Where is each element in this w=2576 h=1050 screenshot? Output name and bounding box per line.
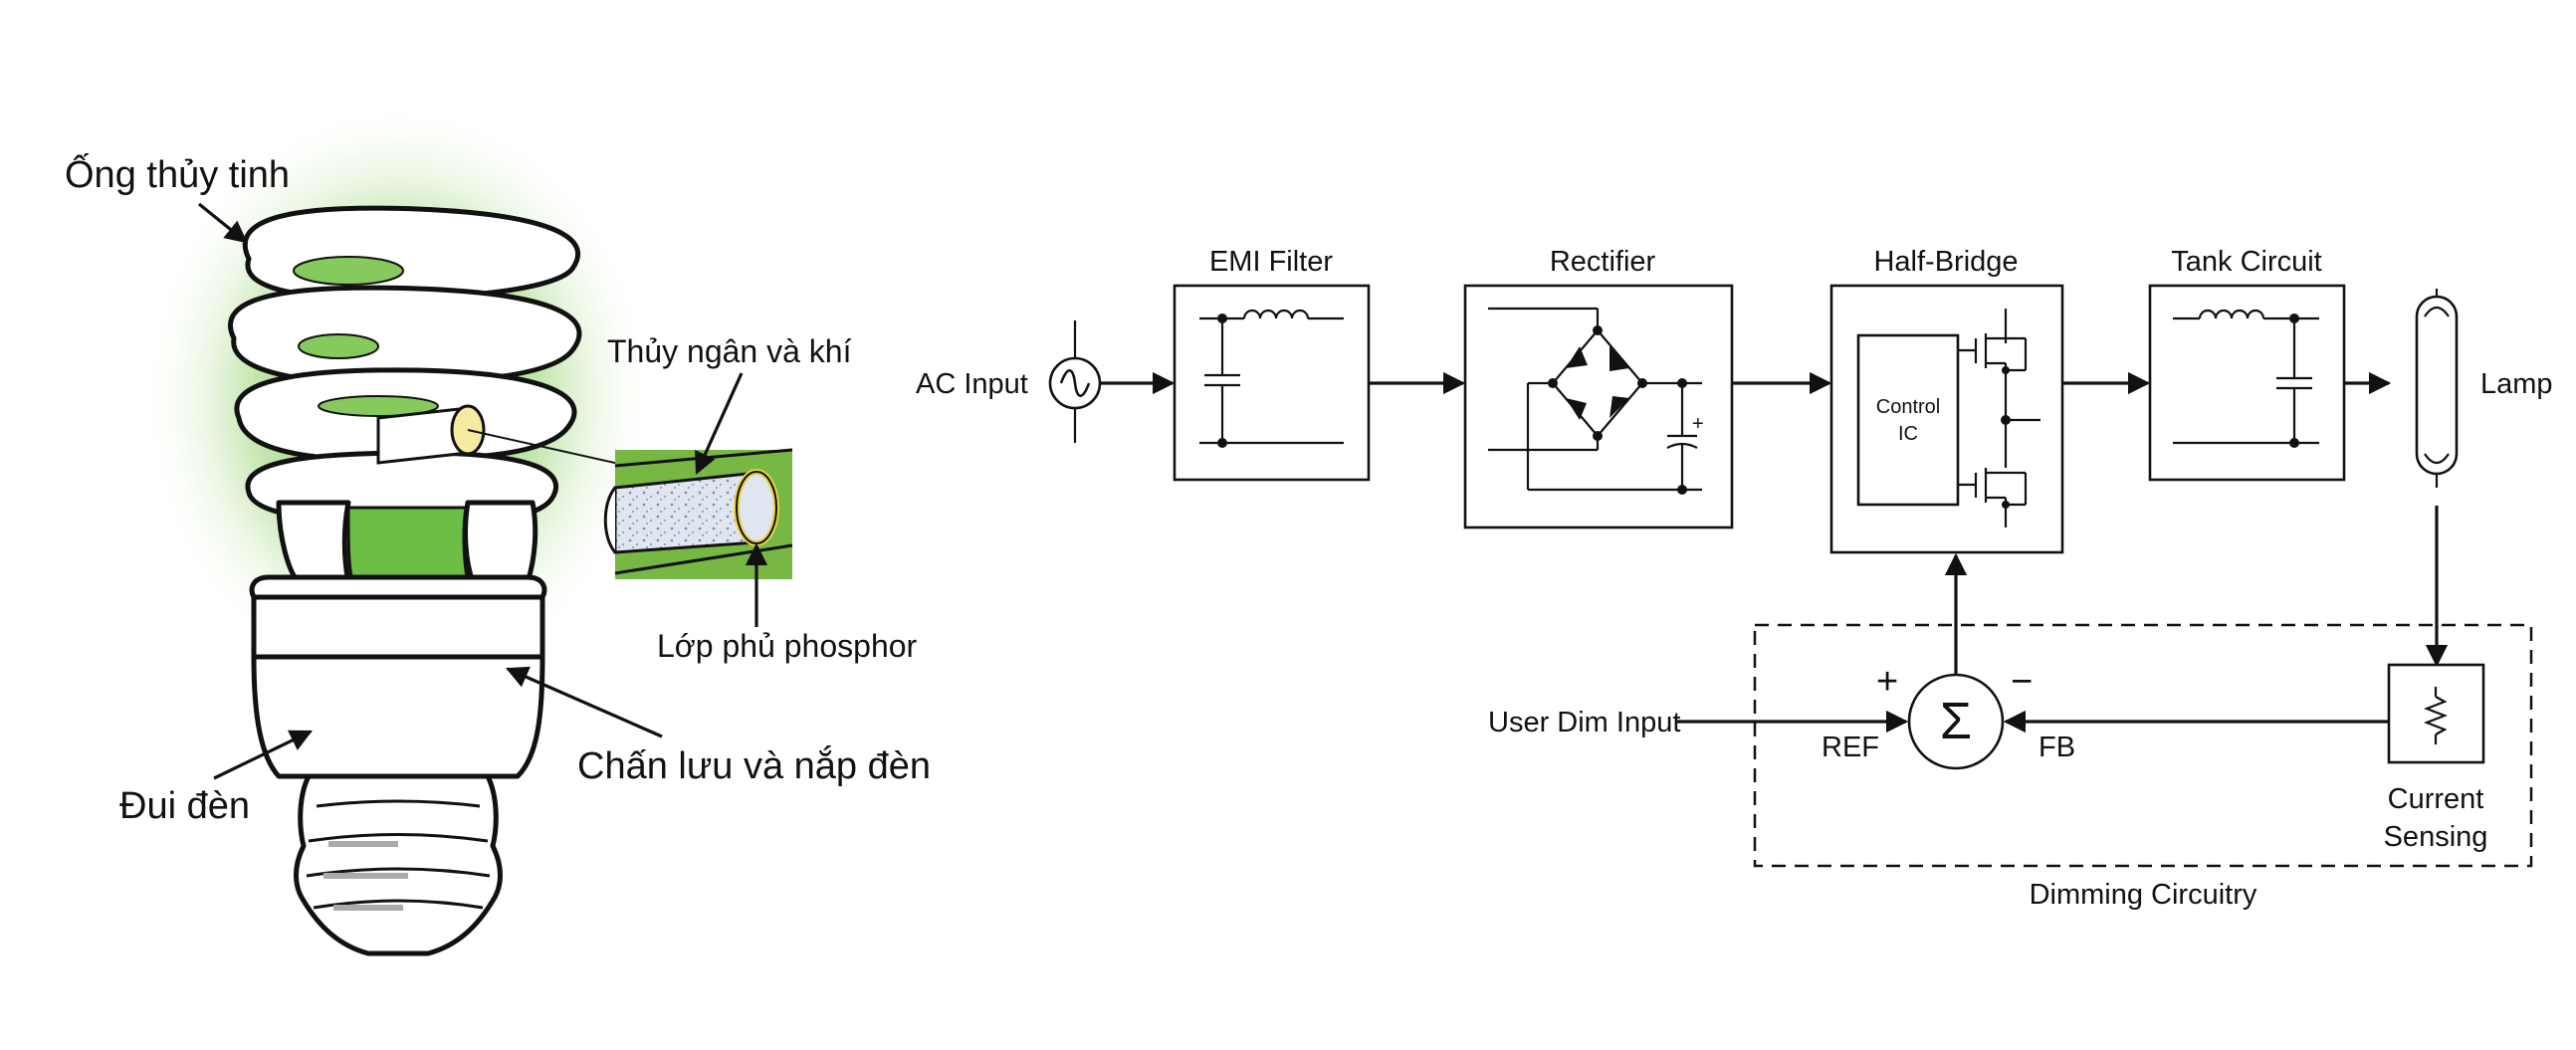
ballast-housing (249, 574, 547, 779)
lamp-symbol (2415, 289, 2459, 488)
half-bridge-mosfets (1958, 309, 2040, 527)
screw-base (294, 773, 503, 956)
control-ic-label-1: Control (1876, 396, 1940, 418)
ac-input-label: AC Input (916, 368, 1028, 400)
current-sensing-label-2: Sensing (2384, 821, 2488, 853)
control-ic-label-2: IC (1898, 423, 1918, 445)
label-mercury-gas: Thủy ngân và khí (607, 333, 852, 369)
glass-tube-arrow (197, 202, 248, 244)
label-phosphor-coating: Lớp phủ phosphor (657, 628, 918, 664)
half-bridge-title: Half-Bridge (1873, 246, 2018, 278)
emi-filter-box (1173, 284, 1371, 482)
ref-label: REF (1822, 732, 1879, 763)
current-sensing-label-1: Current (2388, 783, 2484, 815)
minus-sign: − (2011, 661, 2033, 703)
glass-tube-spiral (227, 205, 582, 585)
fb-label: FB (2039, 732, 2075, 763)
label-ballast-cap: Chấn lưu và nắp đèn (577, 744, 931, 787)
current-sense-resistor (2423, 687, 2449, 744)
ballast-arrow (505, 666, 663, 738)
current-sensing-box (2387, 663, 2485, 764)
emi-filter-title: EMI Filter (1209, 246, 1333, 278)
cfl-bulb-illustration: Ống thủy tinh Thủy ngân và khí Lớp phủ p… (65, 100, 931, 956)
rectifier-circuit: + (1488, 307, 1704, 495)
control-ic-box (1856, 333, 1960, 507)
tank-circuit-title: Tank Circuit (2171, 246, 2322, 278)
plus-sign: + (1876, 661, 1898, 703)
ballast-block-diagram: AC Input EMI Filter Rectifier (916, 246, 2553, 911)
mercury-arrow (695, 372, 744, 476)
tank-circuit-components (2173, 309, 2319, 448)
dimming-circuitry-label: Dimming Circuitry (2030, 879, 2257, 911)
label-base: Đui đèn (119, 785, 250, 827)
rectifier-title: Rectifier (1550, 246, 1656, 278)
sigma-symbol: Σ (1940, 693, 1972, 750)
label-glass-tube: Ống thủy tinh (65, 151, 290, 196)
rectifier-cap-plus: + (1692, 413, 1704, 435)
user-dim-input-label: User Dim Input (1488, 707, 1680, 738)
lamp-label: Lamp (2480, 368, 2553, 400)
base-arrow (213, 730, 314, 780)
dimming-circuitry-box (1753, 623, 2533, 868)
tube-cutout (376, 404, 638, 469)
emi-filter-circuit (1199, 309, 1344, 448)
